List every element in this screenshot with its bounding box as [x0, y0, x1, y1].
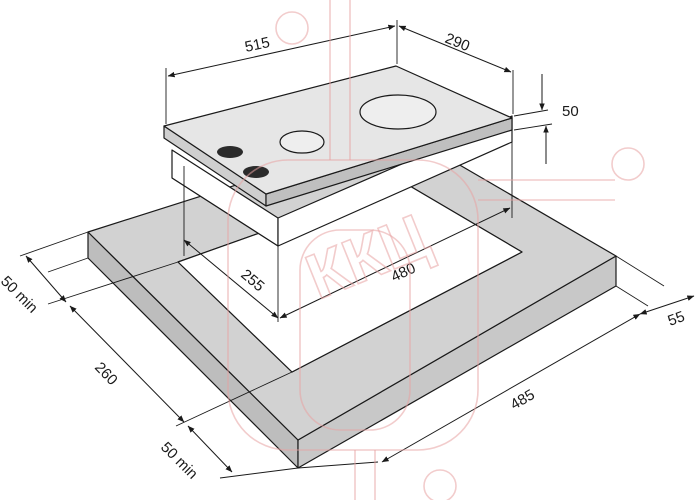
- dim-line-50min-back: [25, 255, 67, 303]
- label-hob-depth: 290: [443, 30, 473, 55]
- dim-line-480: [279, 207, 511, 319]
- dim-line-260: [69, 305, 185, 423]
- dim-line-50min-front: [187, 425, 233, 473]
- label-counter-thickness: 55: [666, 308, 687, 330]
- dim-line-515: [167, 24, 396, 78]
- dim-line-255: [183, 239, 279, 319]
- label-hob-height: 50: [562, 103, 579, 120]
- dim-line-55: [639, 295, 695, 315]
- small-burner-ring: [279, 130, 325, 154]
- label-hob-width: 515: [243, 34, 271, 56]
- dim-line-290: [398, 25, 512, 73]
- hob-glass-top: [163, 65, 513, 195]
- label-counter-depth: 260: [91, 359, 121, 389]
- label-counter-width: 485: [508, 386, 538, 413]
- large-burner-ring: [359, 94, 437, 130]
- control-knob-1: [217, 146, 243, 158]
- dim-line-485: [381, 313, 641, 463]
- label-back-min: 50 min: [0, 273, 41, 317]
- label-front-min: 50 min: [157, 439, 201, 483]
- dimension-lines: [25, 24, 695, 473]
